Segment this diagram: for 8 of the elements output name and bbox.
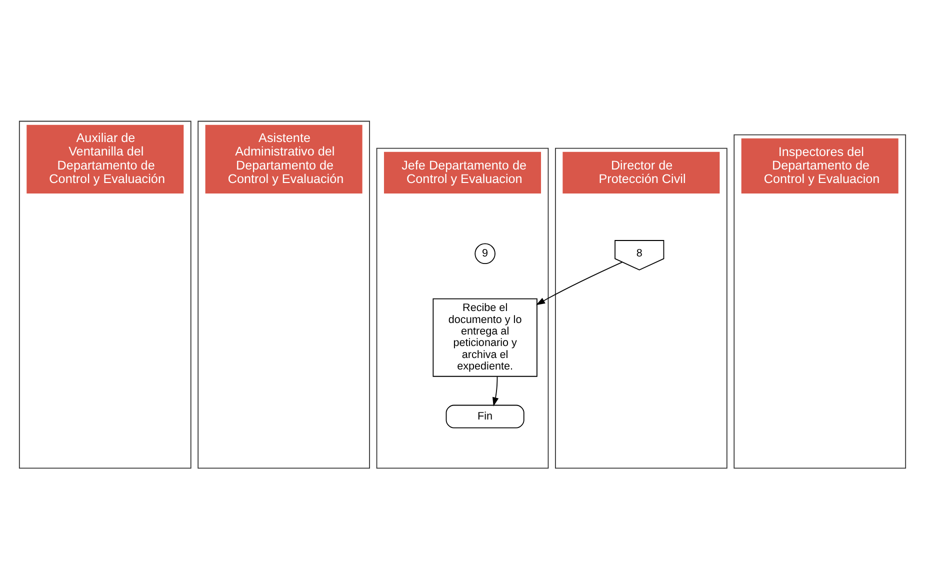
arrow	[536, 261, 623, 305]
node-box: Inspectores del Departamento de Control y Evaluacion	[734, 134, 906, 468]
node-box: Auxiliar de Ventanilla del Departamento de Control y Evaluación	[18, 120, 192, 468]
node-box: Recibe el documento y lo entrega al peticionario y archiva el expediente.	[432, 298, 538, 376]
node-box: Asistente Administrativo del Departamento de Control y Evaluación	[198, 120, 370, 468]
node-box: Fin	[446, 404, 524, 428]
node-circle: 9	[474, 242, 496, 264]
arrow	[492, 376, 499, 406]
